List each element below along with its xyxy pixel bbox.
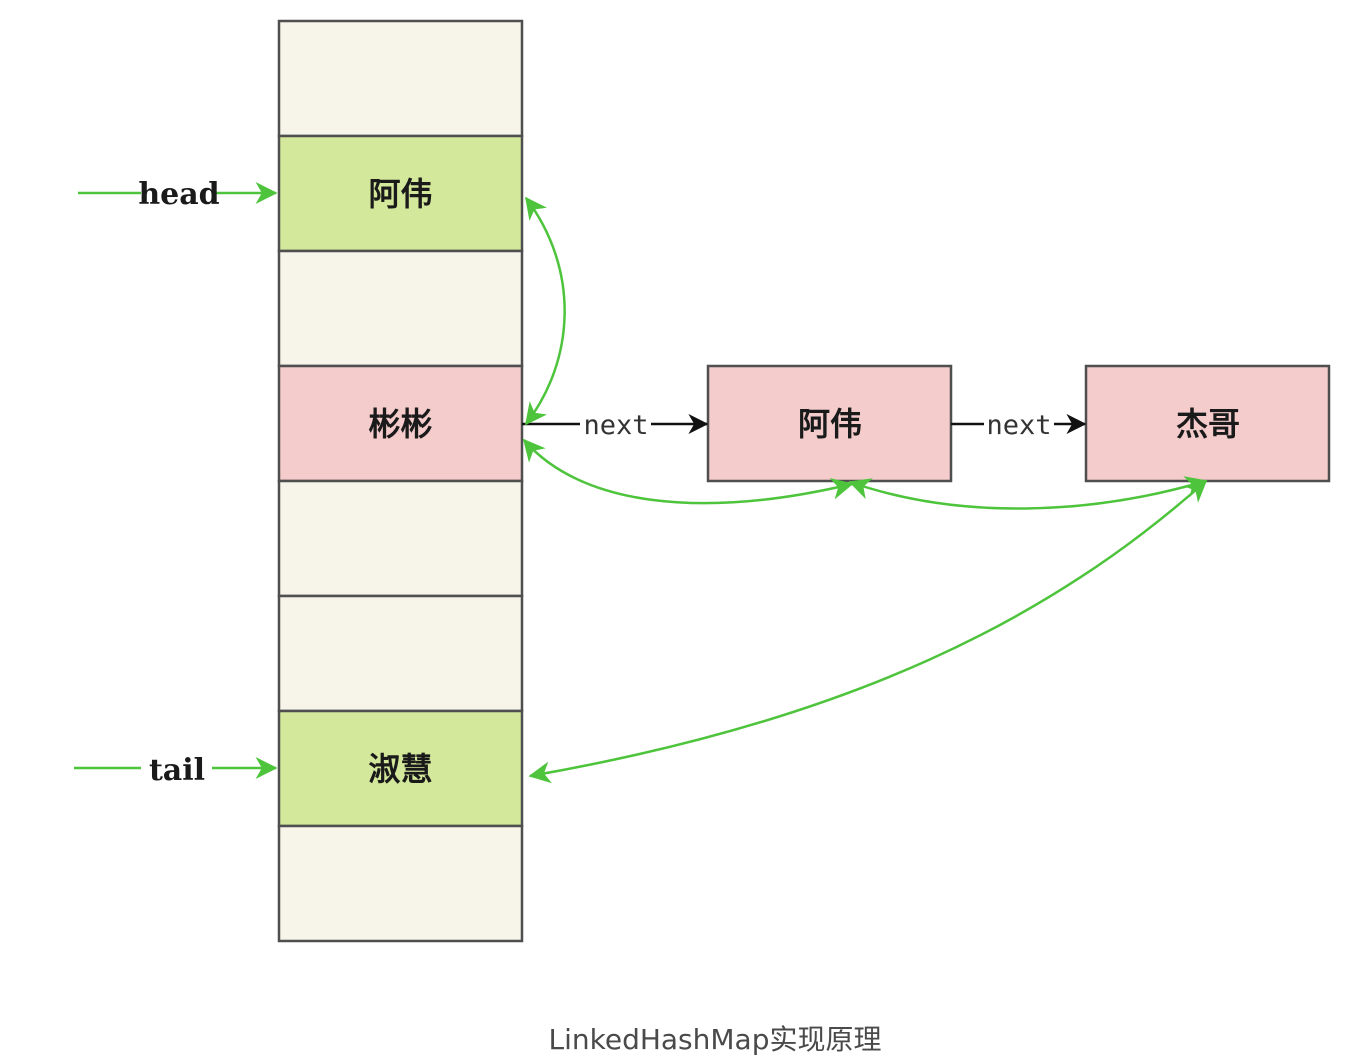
array-cell-label: 阿伟 [368, 175, 432, 213]
tail-pointer: tail [74, 753, 278, 788]
array-cell-label: 淑慧 [368, 750, 432, 788]
array-cell [277, 249, 524, 368]
next-label: next [583, 410, 648, 441]
head-pointer: head [78, 177, 278, 212]
array-cell-label: 彬彬 [368, 405, 432, 443]
array-cell-box [277, 134, 524, 253]
array-cell-box [277, 709, 524, 828]
array-cell-box [277, 19, 524, 138]
next-label: next [986, 410, 1051, 441]
array-cell-box [277, 479, 524, 598]
chain-node-0: 阿伟 [706, 364, 953, 483]
array-cell-box [277, 824, 524, 943]
chain-node-label: 阿伟 [798, 405, 862, 443]
tail-label: tail [149, 753, 205, 788]
link-awei-to-jiege [848, 476, 1208, 510]
array-cell-box [277, 249, 524, 368]
array-cell-box [277, 594, 524, 713]
head-label: head [138, 177, 219, 212]
array-cell: 淑慧 [277, 709, 524, 828]
before-after-links [522, 196, 1208, 784]
array-cell: 阿伟 [277, 134, 524, 253]
array-cell [277, 824, 524, 943]
array-cell [277, 479, 524, 598]
next-link-1: next [951, 410, 1087, 441]
figure-caption: LinkedHashMap实现原理 [548, 1023, 882, 1056]
link-head-to-binbin [524, 196, 566, 426]
array-cell: 彬彬 [277, 364, 524, 483]
array-cell-box [277, 364, 524, 483]
chain-node-label: 杰哥 [1176, 405, 1240, 443]
array-cell [277, 594, 524, 713]
chain-node-1: 杰哥 [1084, 364, 1331, 483]
next-link-0: next [522, 410, 709, 441]
array-cell [277, 19, 524, 138]
link-jiege-to-shuhui [528, 479, 1208, 784]
